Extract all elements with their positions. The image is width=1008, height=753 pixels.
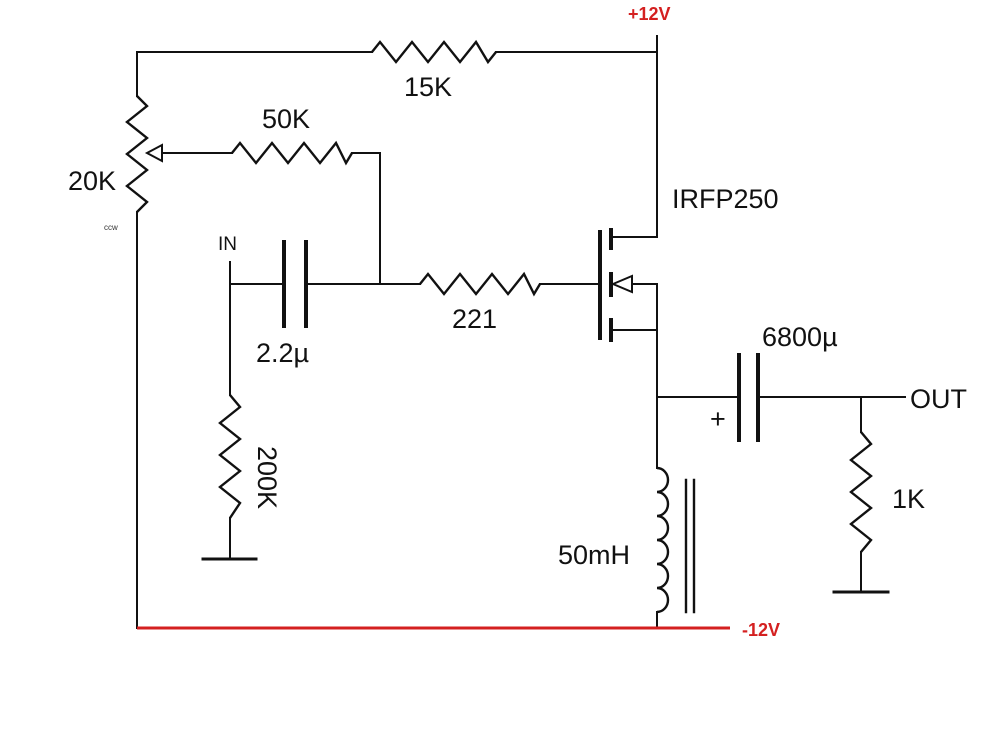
negative-rail-label: -12V: [742, 620, 780, 640]
capacitor-2-2u: [282, 240, 308, 328]
resistor-1k-label: 1K: [892, 484, 925, 514]
inductor-label: 50mH: [558, 540, 630, 570]
potentiometer-20k-label: 20K: [68, 166, 116, 196]
resistor-50k-label: 50K: [262, 104, 310, 134]
resistor-200k-label: 200K: [252, 446, 282, 509]
resistor-15k: [371, 39, 497, 65]
input-node-wire: [229, 261, 421, 285]
capacitor-2-2u-label: 2.2µ: [256, 338, 309, 368]
capacitor-6800u-polarity: +: [710, 404, 726, 434]
resistor-1k: [849, 396, 873, 593]
resistor-50k: [231, 140, 381, 285]
capacitor-6800u-label: 6800µ: [762, 322, 838, 352]
resistor-221: [419, 271, 601, 297]
potentiometer-wiper: [144, 143, 233, 163]
potentiometer-ccw-label: ccw: [104, 223, 118, 232]
capacitor-6800u: [737, 353, 760, 442]
resistor-15k-label: 15K: [404, 72, 452, 102]
potentiometer-20k: [125, 95, 149, 629]
input-label: IN: [218, 234, 237, 255]
positive-rail-label: +12V: [628, 4, 671, 24]
inductor-50mh: [656, 396, 696, 629]
mosfet-label: IRFP250: [672, 184, 779, 214]
resistor-221-label: 221: [452, 304, 497, 334]
mosfet-irfp250: [598, 51, 658, 398]
output-label: OUT: [910, 384, 967, 414]
resistor-200k: [218, 283, 242, 560]
top-rail-wires: [136, 35, 658, 97]
